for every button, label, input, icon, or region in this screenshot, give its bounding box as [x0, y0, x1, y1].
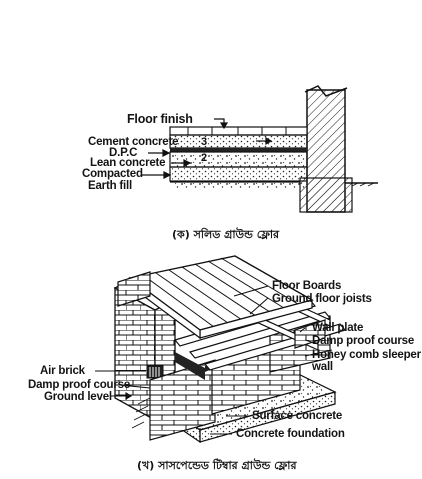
label-cement-concrete: Cement concrete [88, 136, 179, 148]
label-floor-boards: Floor Boards [272, 280, 342, 292]
label-damp-proof-course-right: Damp proof course [312, 335, 415, 347]
leader-arrows-b [95, 285, 333, 435]
label-surface-concrete: Surface concrete [252, 410, 343, 422]
label-floor-finish: Floor finish [127, 112, 193, 126]
floor-layers [169, 126, 308, 188]
layer-number-3: 3 [201, 136, 208, 148]
caption-figure-b: (খ) সাসপেন্ডেড টিম্বার গ্রাউন্ড ফ্লোর [137, 459, 297, 472]
layer-number-2: 2 [201, 152, 208, 164]
label-damp-proof-course-left: Damp proof course [28, 379, 131, 391]
label-dpc: D.P.C [109, 147, 138, 159]
label-earth-fill: Earth fill [88, 180, 133, 192]
label-air-brick: Air brick [40, 365, 85, 377]
label-honey-comb-sleeper: Honey comb sleeper [312, 349, 421, 361]
label-lean-concrete: Lean concrete [90, 157, 166, 169]
caption-figure-a: (ক) সলিড গ্রাউন্ড ফ্লোর [172, 228, 280, 241]
label-compacted: Compacted [82, 168, 143, 180]
leader-arrows-a [142, 118, 273, 179]
label-honey-comb-wall: wall [312, 361, 333, 373]
label-ground-level: Ground level [44, 391, 112, 403]
floor-boards [128, 255, 314, 340]
wall-section [299, 85, 378, 213]
label-concrete-foundation: Concrete foundation [236, 428, 345, 440]
back-wall [117, 271, 326, 349]
label-wall-plate: Wall plate [312, 322, 364, 334]
ground-earth [131, 397, 151, 429]
label-ground-floor-joists: Ground floor joists [272, 293, 372, 305]
